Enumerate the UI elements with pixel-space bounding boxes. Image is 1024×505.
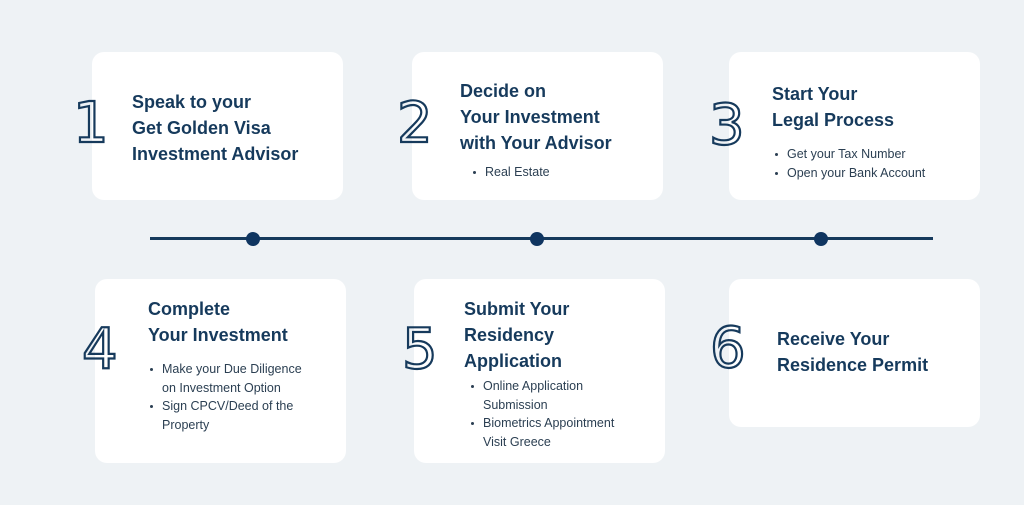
step-title-6: Receive Your Residence Permit xyxy=(777,329,929,375)
step-number-1: 1 xyxy=(72,91,110,156)
step-bullets-2: Real Estate xyxy=(472,163,550,182)
step-title-5: Submit Your Residency Application xyxy=(464,299,570,371)
timeline-dot-2 xyxy=(530,232,544,246)
step-bullets-3: Get your Tax Number Open your Bank Accou… xyxy=(774,145,925,182)
step-number-3: 3 xyxy=(708,93,746,158)
step-card-1 xyxy=(92,52,343,200)
step-title-2: Decide on Your Investment with Your Advi… xyxy=(460,81,612,153)
step-number-6: 6 xyxy=(709,316,747,381)
step-title-1: Speak to your Get Golden Visa Investment… xyxy=(132,92,299,164)
bullet-item: Sign CPCV/Deed of the Property xyxy=(149,397,302,434)
step-card-3 xyxy=(729,52,980,200)
step-number-5: 5 xyxy=(401,317,439,382)
step-bullets-5: Online Application Submission Biometrics… xyxy=(470,377,614,451)
step-card-5 xyxy=(414,279,665,463)
step-number-4: 4 xyxy=(81,317,119,382)
step-number-2: 2 xyxy=(396,91,434,156)
bullet-item: Biometrics Appointment Visit Greece xyxy=(470,414,614,451)
step-card-6 xyxy=(729,279,980,427)
step-card-4 xyxy=(95,279,346,463)
step-bullets-4: Make your Due Diligence on Investment Op… xyxy=(149,360,302,434)
timeline-dot-3 xyxy=(814,232,828,246)
bullet-item: Open your Bank Account xyxy=(774,164,925,183)
bullet-item: Get your Tax Number xyxy=(774,145,925,164)
bullet-item: Online Application Submission xyxy=(470,377,614,414)
bullet-item: Make your Due Diligence on Investment Op… xyxy=(149,360,302,397)
bullet-item: Real Estate xyxy=(472,163,550,182)
step-card-2 xyxy=(412,52,663,200)
timeline-dot-1 xyxy=(246,232,260,246)
step-title-3: Start Your Legal Process xyxy=(772,84,895,130)
step-title-4: Complete Your Investment xyxy=(148,299,288,345)
